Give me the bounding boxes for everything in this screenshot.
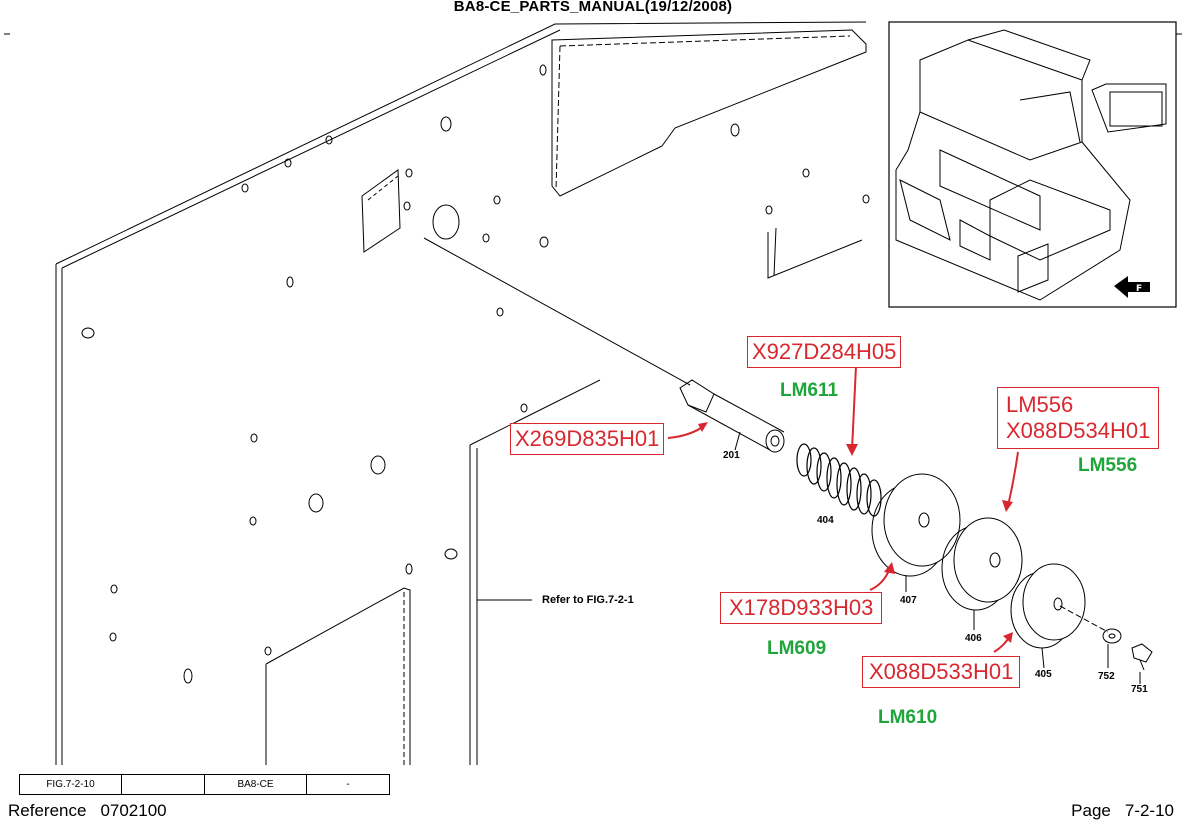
lm-label-lm556: LM556 — [1078, 455, 1138, 476]
part-number-752: 752 — [1098, 671, 1115, 682]
reference-info: Reference 0702100 — [8, 801, 167, 821]
svg-text:F: F — [1136, 284, 1142, 294]
footer-cell-dash: - — [306, 774, 390, 795]
part-number-405: 405 — [1035, 669, 1052, 680]
part-number-751: 751 — [1131, 684, 1148, 695]
front-arrow-icon: F — [1114, 276, 1150, 298]
page-value: 7-2-10 — [1124, 801, 1174, 820]
part-number-201: 201 — [723, 450, 740, 461]
footer-cell-fig: FIG.7-2-10 — [19, 774, 122, 795]
callout-lm556-x088d534h01: LM556 X088D534H01 — [997, 387, 1160, 449]
lm-label-lm610: LM610 — [878, 707, 938, 728]
callout-x088d533h01: X088D533H01 — [862, 656, 1021, 688]
footer-cell-model: BA8-CE — [204, 774, 307, 795]
lm-label-lm609: LM609 — [767, 638, 827, 659]
page-label: Page — [1071, 801, 1111, 820]
reference-value: 0702100 — [100, 801, 167, 820]
page-info: Page 7-2-10 — [1071, 801, 1174, 821]
frame-top-edge — [55, 21, 867, 265]
part-number-404: 404 — [817, 515, 834, 526]
callout-x178d933h03: X178D933H03 — [720, 592, 883, 624]
part-number-407: 407 — [900, 595, 917, 606]
machine-inset — [888, 21, 1177, 308]
footer-table: FIG.7-2-10 BA8-CE - — [19, 774, 390, 795]
reference-label: Reference — [8, 801, 87, 820]
callout-x269d835h01: X269D835H01 — [510, 423, 665, 455]
part-number-406: 406 — [965, 633, 982, 644]
lm-label-lm611: LM611 — [780, 380, 839, 401]
page-title: BA8-CE_PARTS_MANUAL(19/12/2008) — [453, 0, 733, 15]
refer-note: Refer to FIG.7-2-1 — [542, 594, 634, 606]
callout-x927d284h05: X927D284H05 — [747, 336, 902, 368]
footer-cell-blank — [121, 774, 205, 795]
